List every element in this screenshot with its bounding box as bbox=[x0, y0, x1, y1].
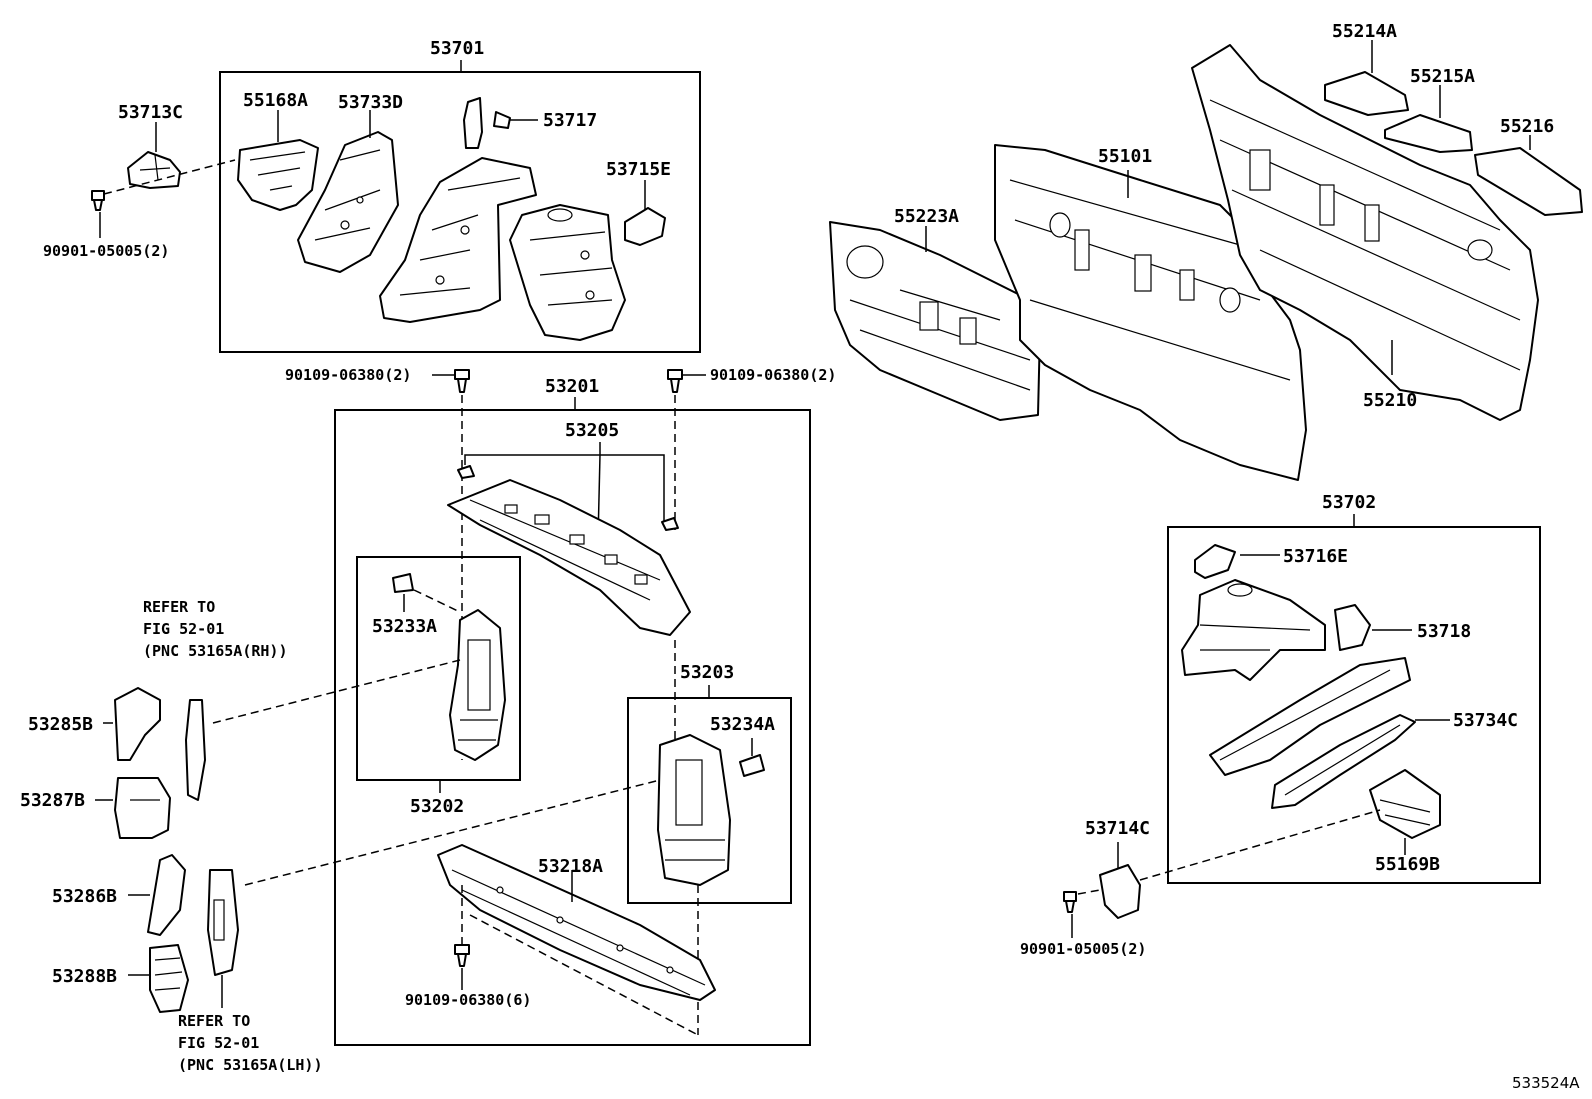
part-55216 bbox=[1474, 147, 1583, 216]
label-53716E: 53716E bbox=[1283, 546, 1348, 567]
part-RH-bracket bbox=[185, 699, 206, 801]
label-53286B: 53286B bbox=[52, 886, 117, 907]
part-53218A-lower-tie-bar bbox=[437, 844, 716, 1001]
label-53718: 53718 bbox=[1417, 621, 1471, 642]
part-55168A bbox=[237, 139, 319, 211]
part-53233A-clip bbox=[392, 573, 414, 593]
part-53234A-clip bbox=[739, 754, 765, 777]
part-55210-silencer bbox=[1191, 44, 1539, 421]
label-55210: 55210 bbox=[1363, 390, 1417, 411]
label-55101: 55101 bbox=[1098, 146, 1152, 167]
bolt-90109-right bbox=[667, 369, 683, 393]
part-53718 bbox=[1334, 604, 1371, 651]
label-53233A: 53233A bbox=[372, 616, 437, 637]
label-55168A: 55168A bbox=[243, 90, 308, 111]
part-55101-dash-panel bbox=[994, 144, 1307, 481]
label-53202: 53202 bbox=[410, 796, 464, 817]
label-90109-bottom: 90109-06380(6) bbox=[405, 991, 531, 1009]
ref-rh-line1: REFER TO bbox=[143, 598, 215, 616]
label-90901-top: 90901-05005(2) bbox=[43, 242, 169, 260]
part-55215A bbox=[1384, 114, 1473, 153]
label-53234A: 53234A bbox=[710, 714, 775, 735]
label-53218A: 53218A bbox=[538, 856, 603, 877]
label-55216: 55216 bbox=[1500, 116, 1554, 137]
label-53715E: 53715E bbox=[606, 159, 671, 180]
part-53716E bbox=[1194, 544, 1236, 579]
part-53205-tie-bar bbox=[447, 479, 691, 636]
label-90109-left: 90109-06380(2) bbox=[285, 366, 411, 384]
part-53717 bbox=[463, 97, 511, 149]
ref-lh-line3: (PNC 53165A(LH)) bbox=[178, 1056, 323, 1074]
part-55214A bbox=[1324, 71, 1409, 116]
part-apron-center bbox=[379, 157, 537, 323]
label-90109-right: 90109-06380(2) bbox=[710, 366, 836, 384]
label-53702: 53702 bbox=[1322, 492, 1376, 513]
label-55214A: 55214A bbox=[1332, 21, 1397, 42]
label-53203: 53203 bbox=[680, 662, 734, 683]
label-53733D: 53733D bbox=[338, 92, 403, 113]
bolt-90109-bottom bbox=[454, 944, 470, 967]
label-53201: 53201 bbox=[545, 376, 599, 397]
figure-id: 533524A bbox=[1512, 1074, 1580, 1092]
ref-lh-line2: FIG 52-01 bbox=[178, 1034, 259, 1052]
label-53287B: 53287B bbox=[20, 790, 85, 811]
part-53203-side-support bbox=[657, 734, 731, 886]
bolt-90109-left bbox=[454, 369, 470, 393]
ref-lh-line1: REFER TO bbox=[178, 1012, 250, 1030]
part-53714C bbox=[1099, 864, 1141, 919]
label-53701: 53701 bbox=[430, 38, 484, 59]
group-box-53201 bbox=[334, 409, 811, 1046]
part-53287B bbox=[114, 777, 171, 839]
label-55169B: 55169B bbox=[1375, 854, 1440, 875]
part-53733D bbox=[297, 131, 399, 273]
label-53714C: 53714C bbox=[1085, 818, 1150, 839]
bolt-90901-top bbox=[91, 190, 105, 211]
ref-rh-line2: FIG 52-01 bbox=[143, 620, 224, 638]
group-box-53202 bbox=[356, 556, 521, 781]
bolt-90901-bottom bbox=[1063, 891, 1077, 913]
label-53288B: 53288B bbox=[52, 966, 117, 987]
part-55223A-insulator bbox=[829, 221, 1041, 421]
label-53717: 53717 bbox=[543, 110, 597, 131]
part-55169B bbox=[1369, 769, 1441, 839]
part-53715E bbox=[624, 207, 666, 246]
part-53286B bbox=[147, 854, 186, 936]
part-53734C bbox=[1271, 714, 1416, 809]
part-53288B bbox=[149, 944, 189, 1013]
part-strut-tower bbox=[509, 204, 626, 341]
label-55215A: 55215A bbox=[1410, 66, 1475, 87]
part-right-rail bbox=[1209, 657, 1411, 776]
part-LH-bracket bbox=[207, 869, 239, 976]
part-53713C-bracket bbox=[127, 151, 181, 189]
label-53285B: 53285B bbox=[28, 714, 93, 735]
ref-rh-line3: (PNC 53165A(RH)) bbox=[143, 642, 288, 660]
part-53285B bbox=[114, 687, 161, 761]
label-55223A: 55223A bbox=[894, 206, 959, 227]
label-53713C: 53713C bbox=[118, 102, 183, 123]
label-53734C: 53734C bbox=[1453, 710, 1518, 731]
part-right-strut-tower bbox=[1181, 579, 1326, 681]
label-90901-bottom: 90901-05005(2) bbox=[1020, 940, 1146, 958]
part-53202-side-support bbox=[449, 609, 506, 761]
label-53205: 53205 bbox=[565, 420, 619, 441]
group-box-53701 bbox=[219, 71, 701, 353]
